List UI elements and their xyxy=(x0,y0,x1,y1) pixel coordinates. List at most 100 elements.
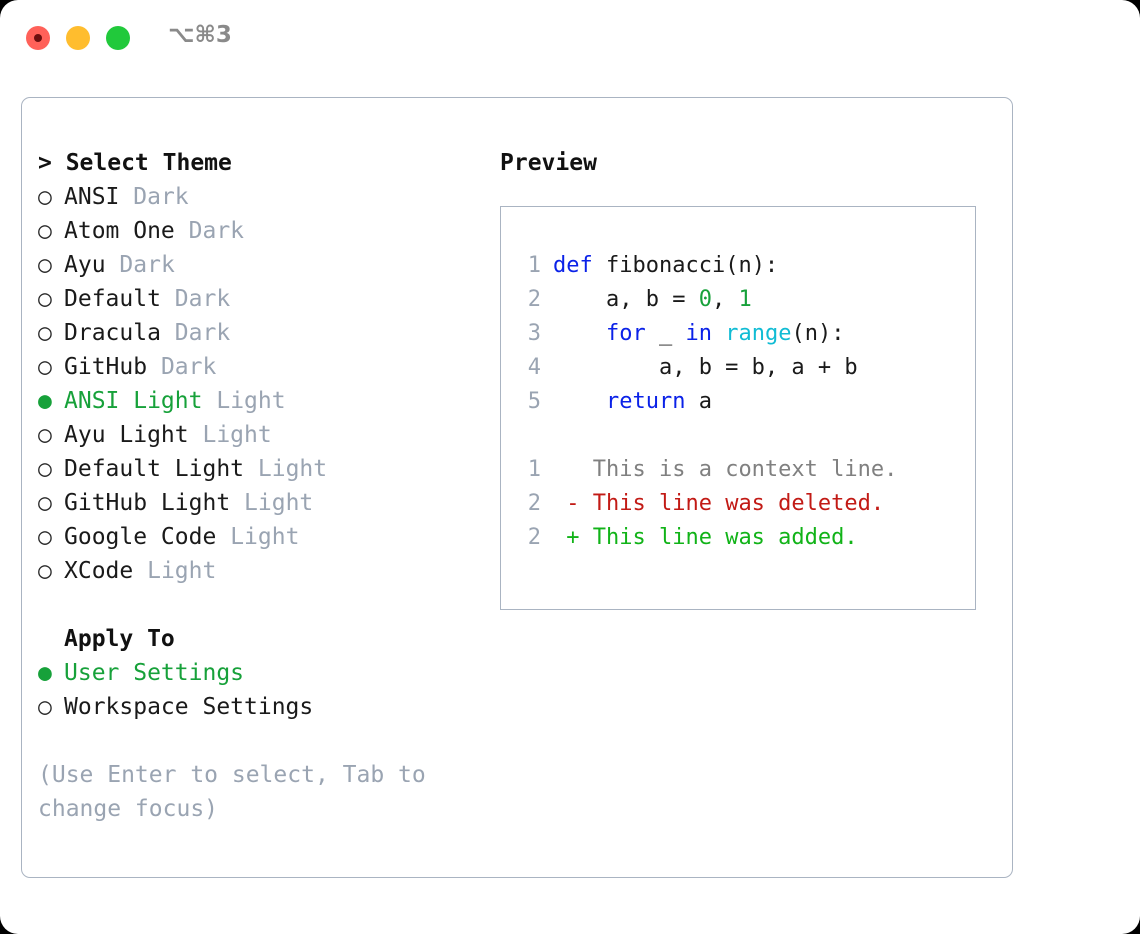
theme-option-ayu[interactable]: ○ Ayu Dark xyxy=(38,248,478,282)
diff-marker: + xyxy=(553,525,580,550)
theme-variant-badge: Light xyxy=(257,456,328,482)
theme-spacer xyxy=(244,452,258,486)
keyboard-shortcut-label: ⌥⌘3 xyxy=(168,22,232,48)
line-number: 1 xyxy=(527,253,541,278)
diff-text: This line was deleted. xyxy=(579,491,885,516)
code-text: def fibonacci(n): xyxy=(553,249,778,283)
theme-variant-badge: Light xyxy=(202,422,272,448)
theme-variant-badge: Light xyxy=(244,490,314,516)
theme-spacer xyxy=(133,554,147,588)
theme-spacer xyxy=(230,486,244,520)
title-bar: ⌥⌘3 xyxy=(0,0,1140,80)
diff-marker xyxy=(553,453,580,487)
radio-unselected-icon: ○ xyxy=(38,252,52,278)
code-token: in xyxy=(685,321,712,346)
code-token: a, b = b, a + b xyxy=(553,355,858,380)
code-token: for xyxy=(605,321,646,346)
theme-variant-badge: Light xyxy=(147,558,217,584)
radio-unselected-icon: ○ xyxy=(38,456,52,482)
theme-option-ansi[interactable]: ○ANSI Dark xyxy=(38,180,478,214)
close-button[interactable] xyxy=(26,26,50,50)
apply-option-workspace-settings[interactable]: ○ Workspace Settings xyxy=(38,690,478,724)
radio-unselected-icon: ○ xyxy=(38,354,52,380)
diff-marker: - xyxy=(553,491,580,516)
zoom-button[interactable] xyxy=(106,26,130,50)
theme-name: Default Light xyxy=(64,456,245,482)
line-number: 2 xyxy=(527,287,541,312)
code-token: range xyxy=(725,321,792,346)
select-theme-heading: > Select Theme xyxy=(38,150,232,176)
diff-text: This line was added. xyxy=(579,525,858,550)
code-text: for _ in range(n): xyxy=(553,317,844,351)
code-line: 5 return a xyxy=(513,385,967,419)
theme-variant-badge: Dark xyxy=(174,320,231,346)
code-token: fibonacci(n): xyxy=(592,253,779,278)
theme-name: Dracula xyxy=(64,320,161,346)
line-number: 4 xyxy=(527,355,541,380)
theme-variant-badge: Dark xyxy=(119,252,175,278)
radio-unselected-icon: ○ xyxy=(38,286,52,312)
theme-name: Ayu Light xyxy=(64,422,189,448)
theme-option-ansi-light[interactable]: ●ANSI Light Light xyxy=(38,384,478,418)
radio-unselected-icon: ○ xyxy=(38,490,52,516)
theme-spacer xyxy=(106,248,120,282)
line-number: 5 xyxy=(527,389,541,414)
apply-option-user-settings[interactable]: ● User Settings xyxy=(38,656,478,690)
code-token xyxy=(553,389,606,414)
theme-name: Default xyxy=(64,286,161,312)
radio-unselected-icon: ○ xyxy=(38,694,52,720)
theme-option-github[interactable]: ○ GitHub Dark xyxy=(38,350,478,384)
theme-spacer xyxy=(161,282,175,316)
theme-name: ANSI xyxy=(64,184,120,210)
code-token xyxy=(553,321,606,346)
diff-line-add: 2 + This line was added. xyxy=(513,521,967,555)
code-text: a, b = b, a + b xyxy=(553,351,858,385)
theme-option-atom-one[interactable]: ○ Atom One Dark xyxy=(38,214,478,248)
code-token: _ xyxy=(645,321,686,346)
theme-spacer xyxy=(202,384,216,418)
theme-name: ANSI Light xyxy=(64,388,203,414)
theme-name: XCode xyxy=(64,558,134,584)
theme-option-ayu-light[interactable]: ○Ayu Light Light xyxy=(38,418,478,452)
theme-variant-badge: Dark xyxy=(160,354,217,380)
theme-spacer xyxy=(216,520,230,554)
radio-unselected-icon: ○ xyxy=(38,218,52,244)
theme-option-default[interactable]: ○Default Dark xyxy=(38,282,478,316)
radio-selected-icon: ● xyxy=(38,388,52,414)
theme-spacer xyxy=(147,350,161,384)
minimize-button[interactable] xyxy=(66,26,90,50)
theme-name: Atom One xyxy=(64,218,175,244)
theme-variant-badge: Dark xyxy=(188,218,245,244)
code-token: 1 xyxy=(738,287,752,312)
apply-to-heading: Apply To xyxy=(64,626,175,652)
theme-variant-badge: Dark xyxy=(133,184,189,210)
line-number: 2 xyxy=(527,525,541,550)
code-line: 3 for _ in range(n): xyxy=(513,317,967,351)
code-token: a, b = xyxy=(553,287,699,312)
code-token: 0 xyxy=(698,287,712,312)
theme-name: Google Code xyxy=(64,524,217,550)
code-line: 2 a, b = 0, 1 xyxy=(513,283,967,317)
theme-spacer xyxy=(119,180,133,214)
line-number: 3 xyxy=(527,321,541,346)
preview-heading: Preview xyxy=(500,150,597,176)
theme-option-google-code[interactable]: ○Google Code Light xyxy=(38,520,478,554)
apply-option-label: Workspace Settings xyxy=(64,694,314,720)
theme-option-github-light[interactable]: ○GitHub Light Light xyxy=(38,486,478,520)
window-controls xyxy=(26,26,130,50)
line-number: 1 xyxy=(527,457,541,482)
theme-option-dracula[interactable]: ○ Dracula Dark xyxy=(38,316,478,350)
theme-spacer xyxy=(189,418,203,452)
radio-selected-icon: ● xyxy=(38,660,52,686)
theme-name: GitHub xyxy=(64,354,148,380)
theme-option-xcode[interactable]: ○XCode Light xyxy=(38,554,478,588)
diff-line-del: 2 - This line was deleted. xyxy=(513,487,967,521)
radio-unselected-icon: ○ xyxy=(38,320,52,346)
theme-option-default-light[interactable]: ○ Default Light Light xyxy=(38,452,478,486)
code-text: a, b = 0, 1 xyxy=(553,283,752,317)
theme-name: Ayu xyxy=(64,252,106,278)
code-token: a xyxy=(685,389,712,414)
apply-option-label: User Settings xyxy=(64,660,245,686)
